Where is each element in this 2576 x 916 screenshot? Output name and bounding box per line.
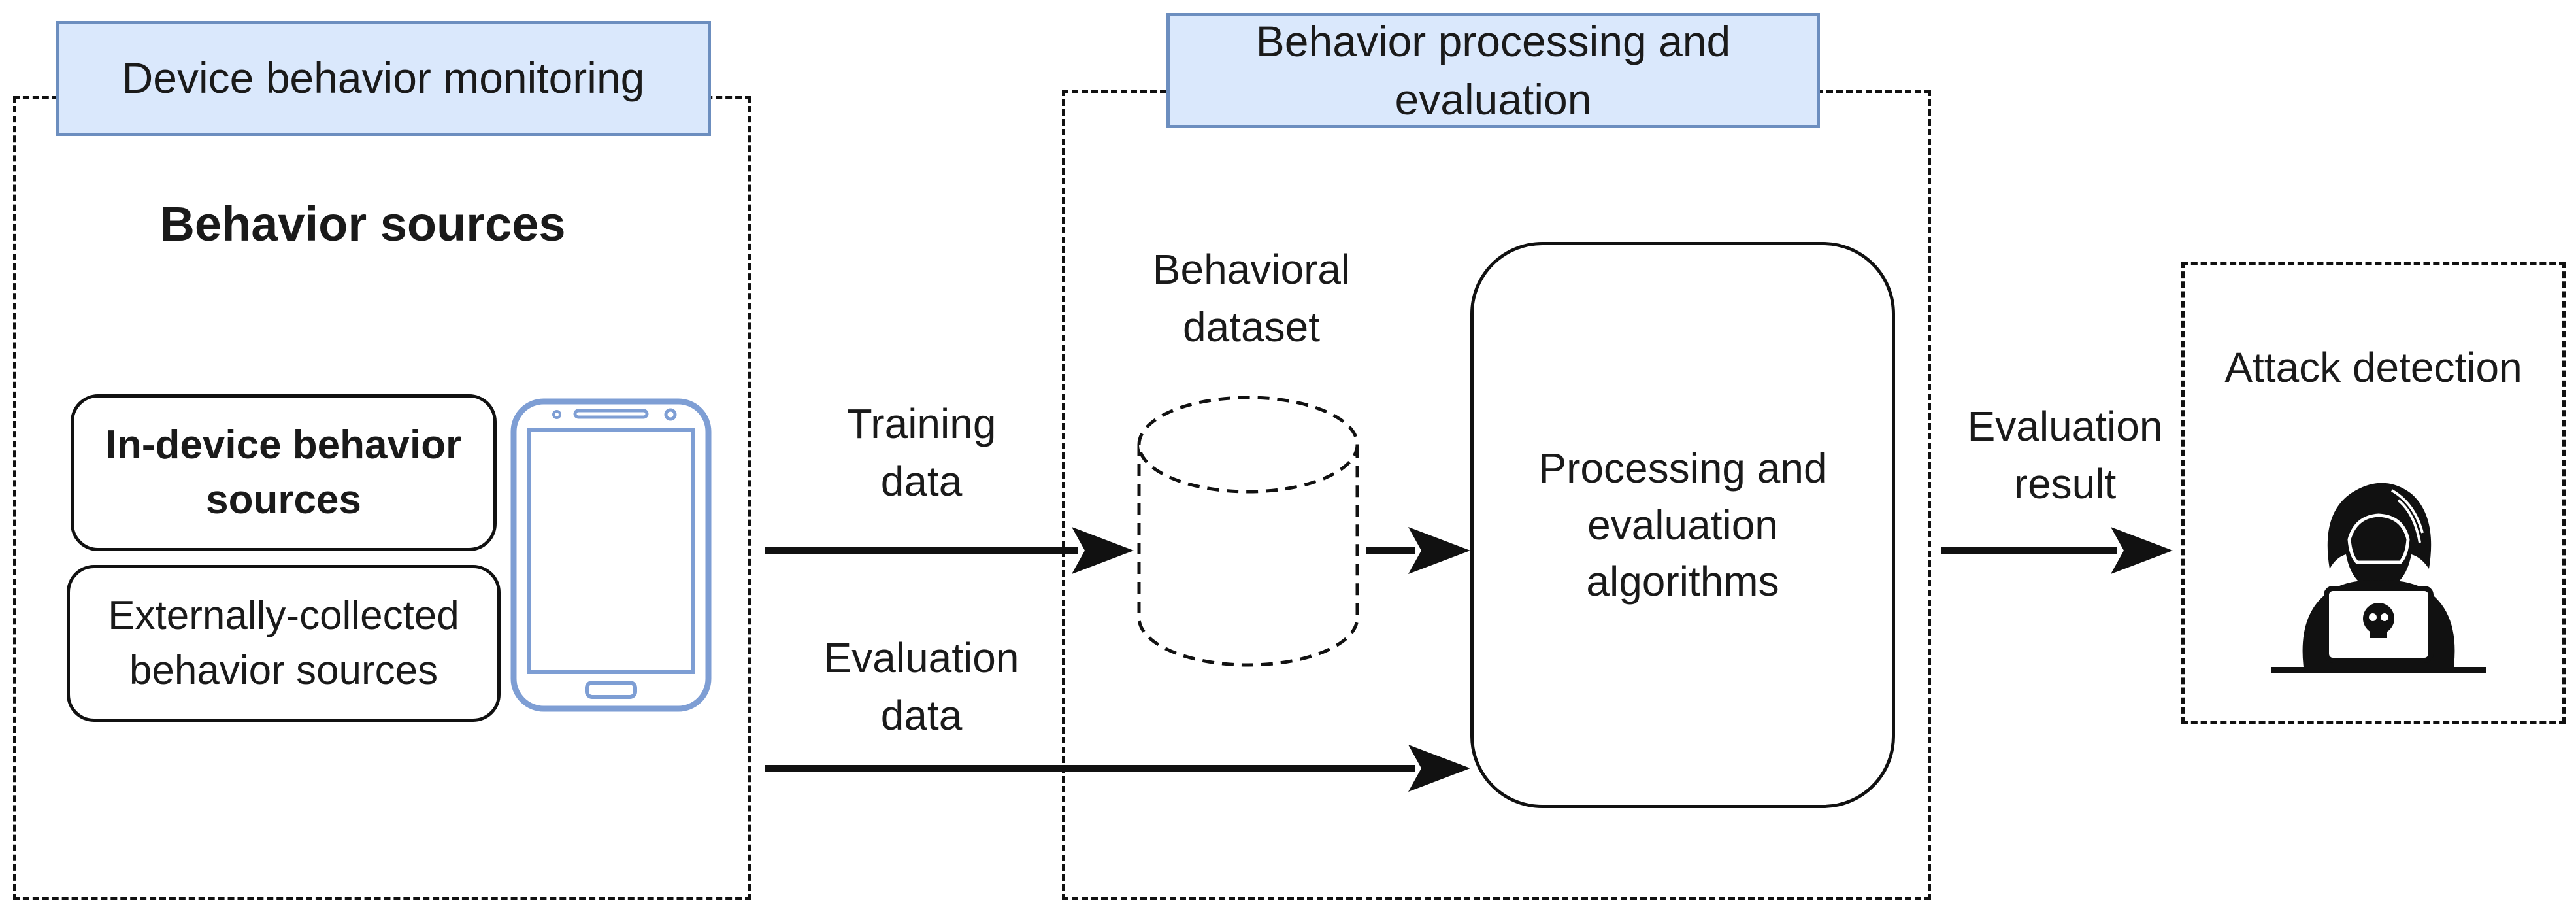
behavior-sources-title: Behavior sources [159, 197, 566, 251]
evaluation-data-arrow [765, 745, 1470, 792]
algorithms-box: Processing and evaluation algorithms [1470, 242, 1895, 808]
processing-header: Behavior processing and evaluation [1166, 13, 1820, 128]
dataset-cylinder-icon [1137, 396, 1359, 667]
in-device-sources-label: In-device behavior sources [105, 422, 462, 522]
evaluation-result-arrow [1941, 527, 2173, 574]
training-data-label: Training data [846, 400, 997, 505]
training-data-arrow [765, 527, 1134, 574]
device-monitoring-header: Device behavior monitoring [56, 21, 711, 136]
attack-detection-container [2181, 262, 2566, 724]
external-sources-label: Externally-collected behavior sources [108, 593, 459, 693]
behavioral-dataset-label: Behavioral dataset [1152, 246, 1351, 351]
algorithms-label: Processing and evaluation algorithms [1538, 445, 1827, 605]
evaluation-data-label: Evaluation data [823, 634, 1019, 739]
in-device-sources-box: In-device behavior sources [71, 394, 497, 551]
attack-detection-title: Attack detection [2224, 344, 2522, 391]
external-sources-box: Externally-collected behavior sources [67, 565, 501, 722]
smartphone-icon [510, 398, 712, 712]
hacker-icon [2271, 483, 2486, 673]
dataset-to-algorithms-arrow [1366, 527, 1470, 574]
evaluation-result-label: Evaluation result [1967, 403, 2163, 508]
